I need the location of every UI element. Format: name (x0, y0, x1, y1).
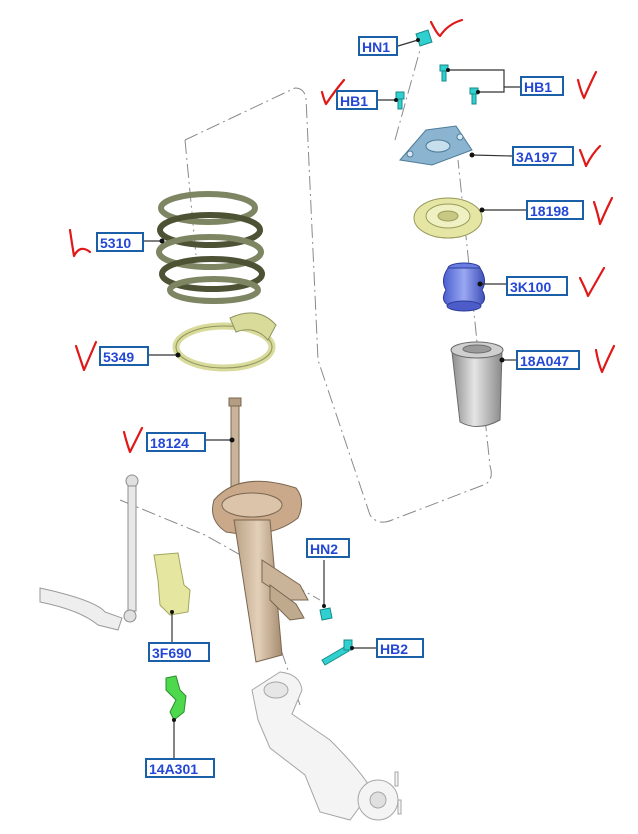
check-mark-icon (74, 340, 98, 372)
label-hn2[interactable]: HN2 (306, 538, 350, 558)
bump-stop-3k100 (442, 262, 486, 312)
dust-boot-18a047 (450, 341, 504, 427)
top-mount-3a197 (399, 125, 473, 166)
strut-18124 (212, 397, 309, 663)
check-mark-icon (592, 196, 614, 226)
steering-knuckle (251, 671, 402, 821)
check-mark-icon (429, 18, 464, 38)
label-hb1-left[interactable]: HB1 (336, 90, 378, 110)
bolt-hb1-left (395, 91, 405, 110)
label-3k100[interactable]: 3K100 (506, 276, 568, 296)
nut-hn1 (415, 29, 433, 47)
bearing-18198 (413, 197, 483, 239)
check-mark-icon (578, 266, 606, 298)
label-18124[interactable]: 18124 (146, 432, 206, 452)
check-mark-icon (320, 78, 346, 106)
stabilizer-link (123, 474, 139, 623)
bracket-3f690 (153, 552, 191, 616)
leader-dots (159, 38, 505, 722)
label-18a047[interactable]: 18A047 (516, 350, 580, 370)
check-mark-icon (68, 228, 92, 258)
check-marks (68, 18, 616, 454)
label-hn1[interactable]: HN1 (358, 36, 398, 56)
label-hb2[interactable]: HB2 (376, 638, 424, 658)
leader-lines (144, 39, 526, 760)
check-mark-icon (122, 426, 144, 454)
label-18198[interactable]: 18198 (526, 200, 584, 220)
label-3a197[interactable]: 3A197 (512, 146, 574, 166)
label-3f690[interactable]: 3F690 (148, 642, 210, 662)
coil-spring-5310 (156, 191, 265, 304)
bracket-14a301 (165, 675, 187, 721)
check-mark-icon (594, 344, 616, 374)
bolt-hb1-right-b (469, 87, 479, 105)
stabilizer-bar (39, 587, 123, 631)
check-mark-icon (578, 144, 602, 168)
check-mark-icon (576, 70, 598, 100)
bolt-hb2 (321, 639, 353, 666)
nut-hn2 (319, 607, 333, 621)
bolt-hb1-right-a (439, 64, 449, 82)
label-5349[interactable]: 5349 (99, 346, 149, 366)
spring-seat-5349 (172, 312, 277, 372)
label-hb1-right[interactable]: HB1 (520, 76, 564, 96)
label-5310[interactable]: 5310 (96, 232, 144, 252)
label-14a301[interactable]: 14A301 (145, 758, 215, 778)
